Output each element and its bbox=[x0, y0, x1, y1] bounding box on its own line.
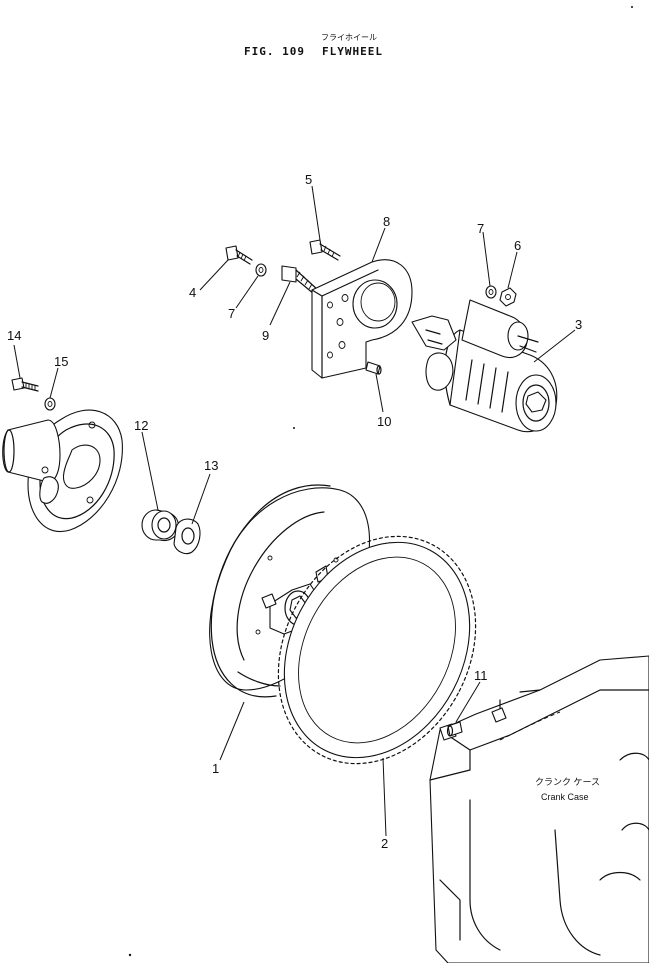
callout-2: 2 bbox=[381, 836, 388, 851]
part-7-washer-right bbox=[485, 285, 497, 299]
stray-dot bbox=[293, 427, 295, 429]
callouts: 14 15 12 13 4 7 9 5 8 10 7 6 3 1 2 11 bbox=[7, 172, 582, 851]
crank-case bbox=[429, 655, 649, 963]
callout-8: 8 bbox=[383, 214, 390, 229]
part-8-bracket bbox=[311, 259, 413, 379]
part-12-bearing bbox=[141, 509, 180, 542]
callout-1: 1 bbox=[212, 761, 219, 776]
part-13-plate bbox=[173, 518, 201, 555]
part-4-bolt bbox=[225, 245, 253, 265]
part-6-nut bbox=[499, 287, 517, 307]
callout-7: 7 bbox=[228, 306, 235, 321]
callout-4: 4 bbox=[189, 285, 196, 300]
stray-dot bbox=[128, 953, 132, 957]
title-japanese: フライホイール bbox=[321, 33, 377, 42]
callout-13: 13 bbox=[204, 458, 218, 473]
part-7-washer bbox=[255, 263, 267, 277]
part-9-bolt bbox=[281, 265, 319, 295]
callout-15: 15 bbox=[54, 354, 68, 369]
part-5-bolt bbox=[309, 239, 341, 261]
callout-11: 11 bbox=[474, 668, 488, 683]
callout-14: 14 bbox=[7, 328, 21, 343]
callout-6: 6 bbox=[514, 238, 521, 253]
figure-number: FIG. 109 bbox=[244, 45, 305, 58]
part-14-bolt bbox=[11, 377, 39, 392]
part-10-pin bbox=[365, 361, 382, 375]
callout-10: 10 bbox=[377, 414, 391, 429]
flange-cover bbox=[2, 409, 123, 533]
part-15-washer bbox=[44, 397, 56, 411]
part-11-dowel bbox=[446, 721, 463, 737]
leader-lines bbox=[13, 185, 576, 837]
callout-5: 5 bbox=[305, 172, 312, 187]
callout-12: 12 bbox=[134, 418, 148, 433]
part-2-ring-gear bbox=[277, 535, 477, 765]
callout-9: 9 bbox=[262, 328, 269, 343]
part-3-starter-motor bbox=[411, 299, 558, 433]
stray-dot bbox=[631, 6, 633, 8]
crank-case-label-en: Crank Case bbox=[541, 792, 589, 802]
callout-3: 3 bbox=[575, 317, 582, 332]
figure-title: FLYWHEEL bbox=[322, 45, 383, 58]
crank-case-label-jp: クランク ケース bbox=[535, 777, 600, 787]
callout-7-right: 7 bbox=[477, 221, 484, 236]
